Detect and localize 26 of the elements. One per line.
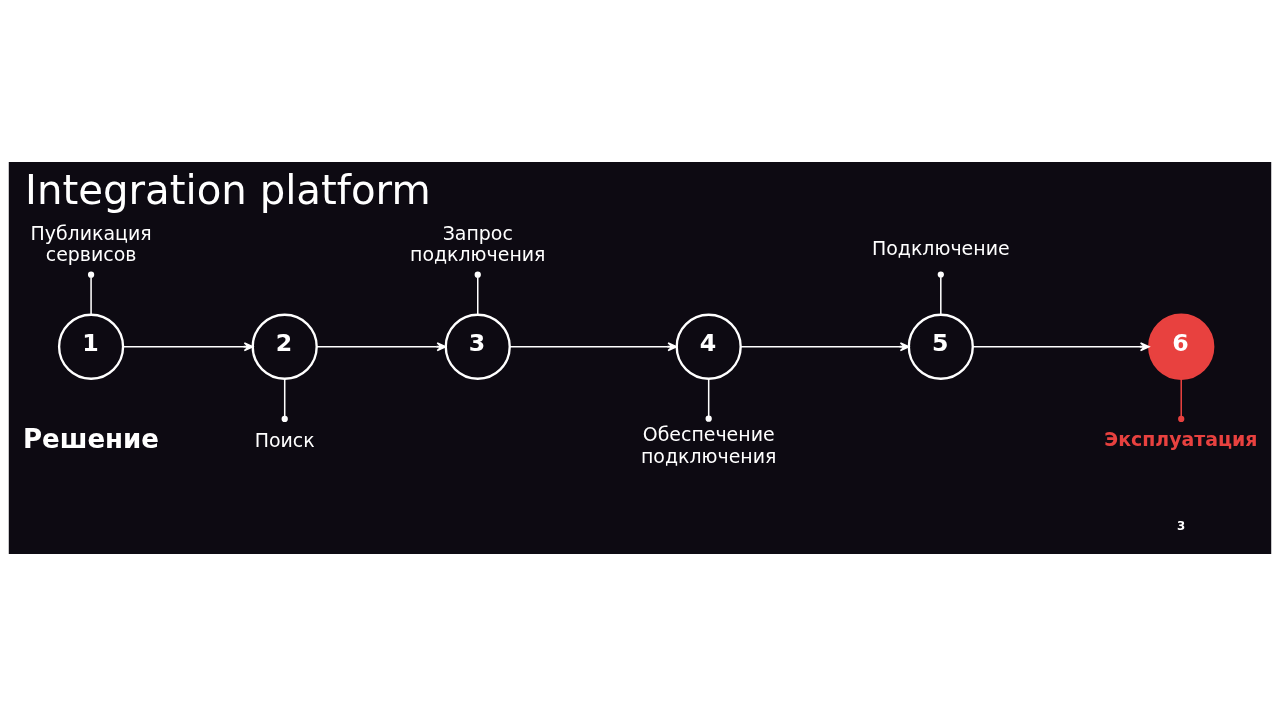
connector <box>281 378 288 423</box>
node-text: Обеспечение подключения <box>640 423 777 467</box>
node-circle: 1 <box>57 313 125 380</box>
connector <box>937 271 944 316</box>
diagram-title: Integration platform <box>25 166 431 213</box>
connector <box>705 378 712 422</box>
arrow <box>509 342 678 352</box>
arrow <box>122 342 254 352</box>
label: Решение <box>22 424 159 455</box>
connector <box>1178 378 1185 423</box>
node-circle: 5 <box>907 313 974 380</box>
arrow <box>740 342 910 352</box>
connector <box>87 271 95 316</box>
node-circle: 4 <box>675 313 742 380</box>
label: 3 <box>1177 518 1186 533</box>
node-text: Публикация сервисов <box>30 221 152 266</box>
node-text: Запрос подключения <box>410 221 546 266</box>
node-circle: 3 <box>444 313 511 380</box>
node-circle: 6 <box>1148 313 1215 380</box>
node-text: Поиск <box>254 429 315 452</box>
node-circle: 2 <box>251 313 318 380</box>
arrow <box>972 342 1150 352</box>
connector <box>474 271 481 316</box>
arrow <box>316 342 447 352</box>
node-text: Подключение <box>872 237 1010 260</box>
node-text: Эксплуатация <box>1104 427 1258 450</box>
